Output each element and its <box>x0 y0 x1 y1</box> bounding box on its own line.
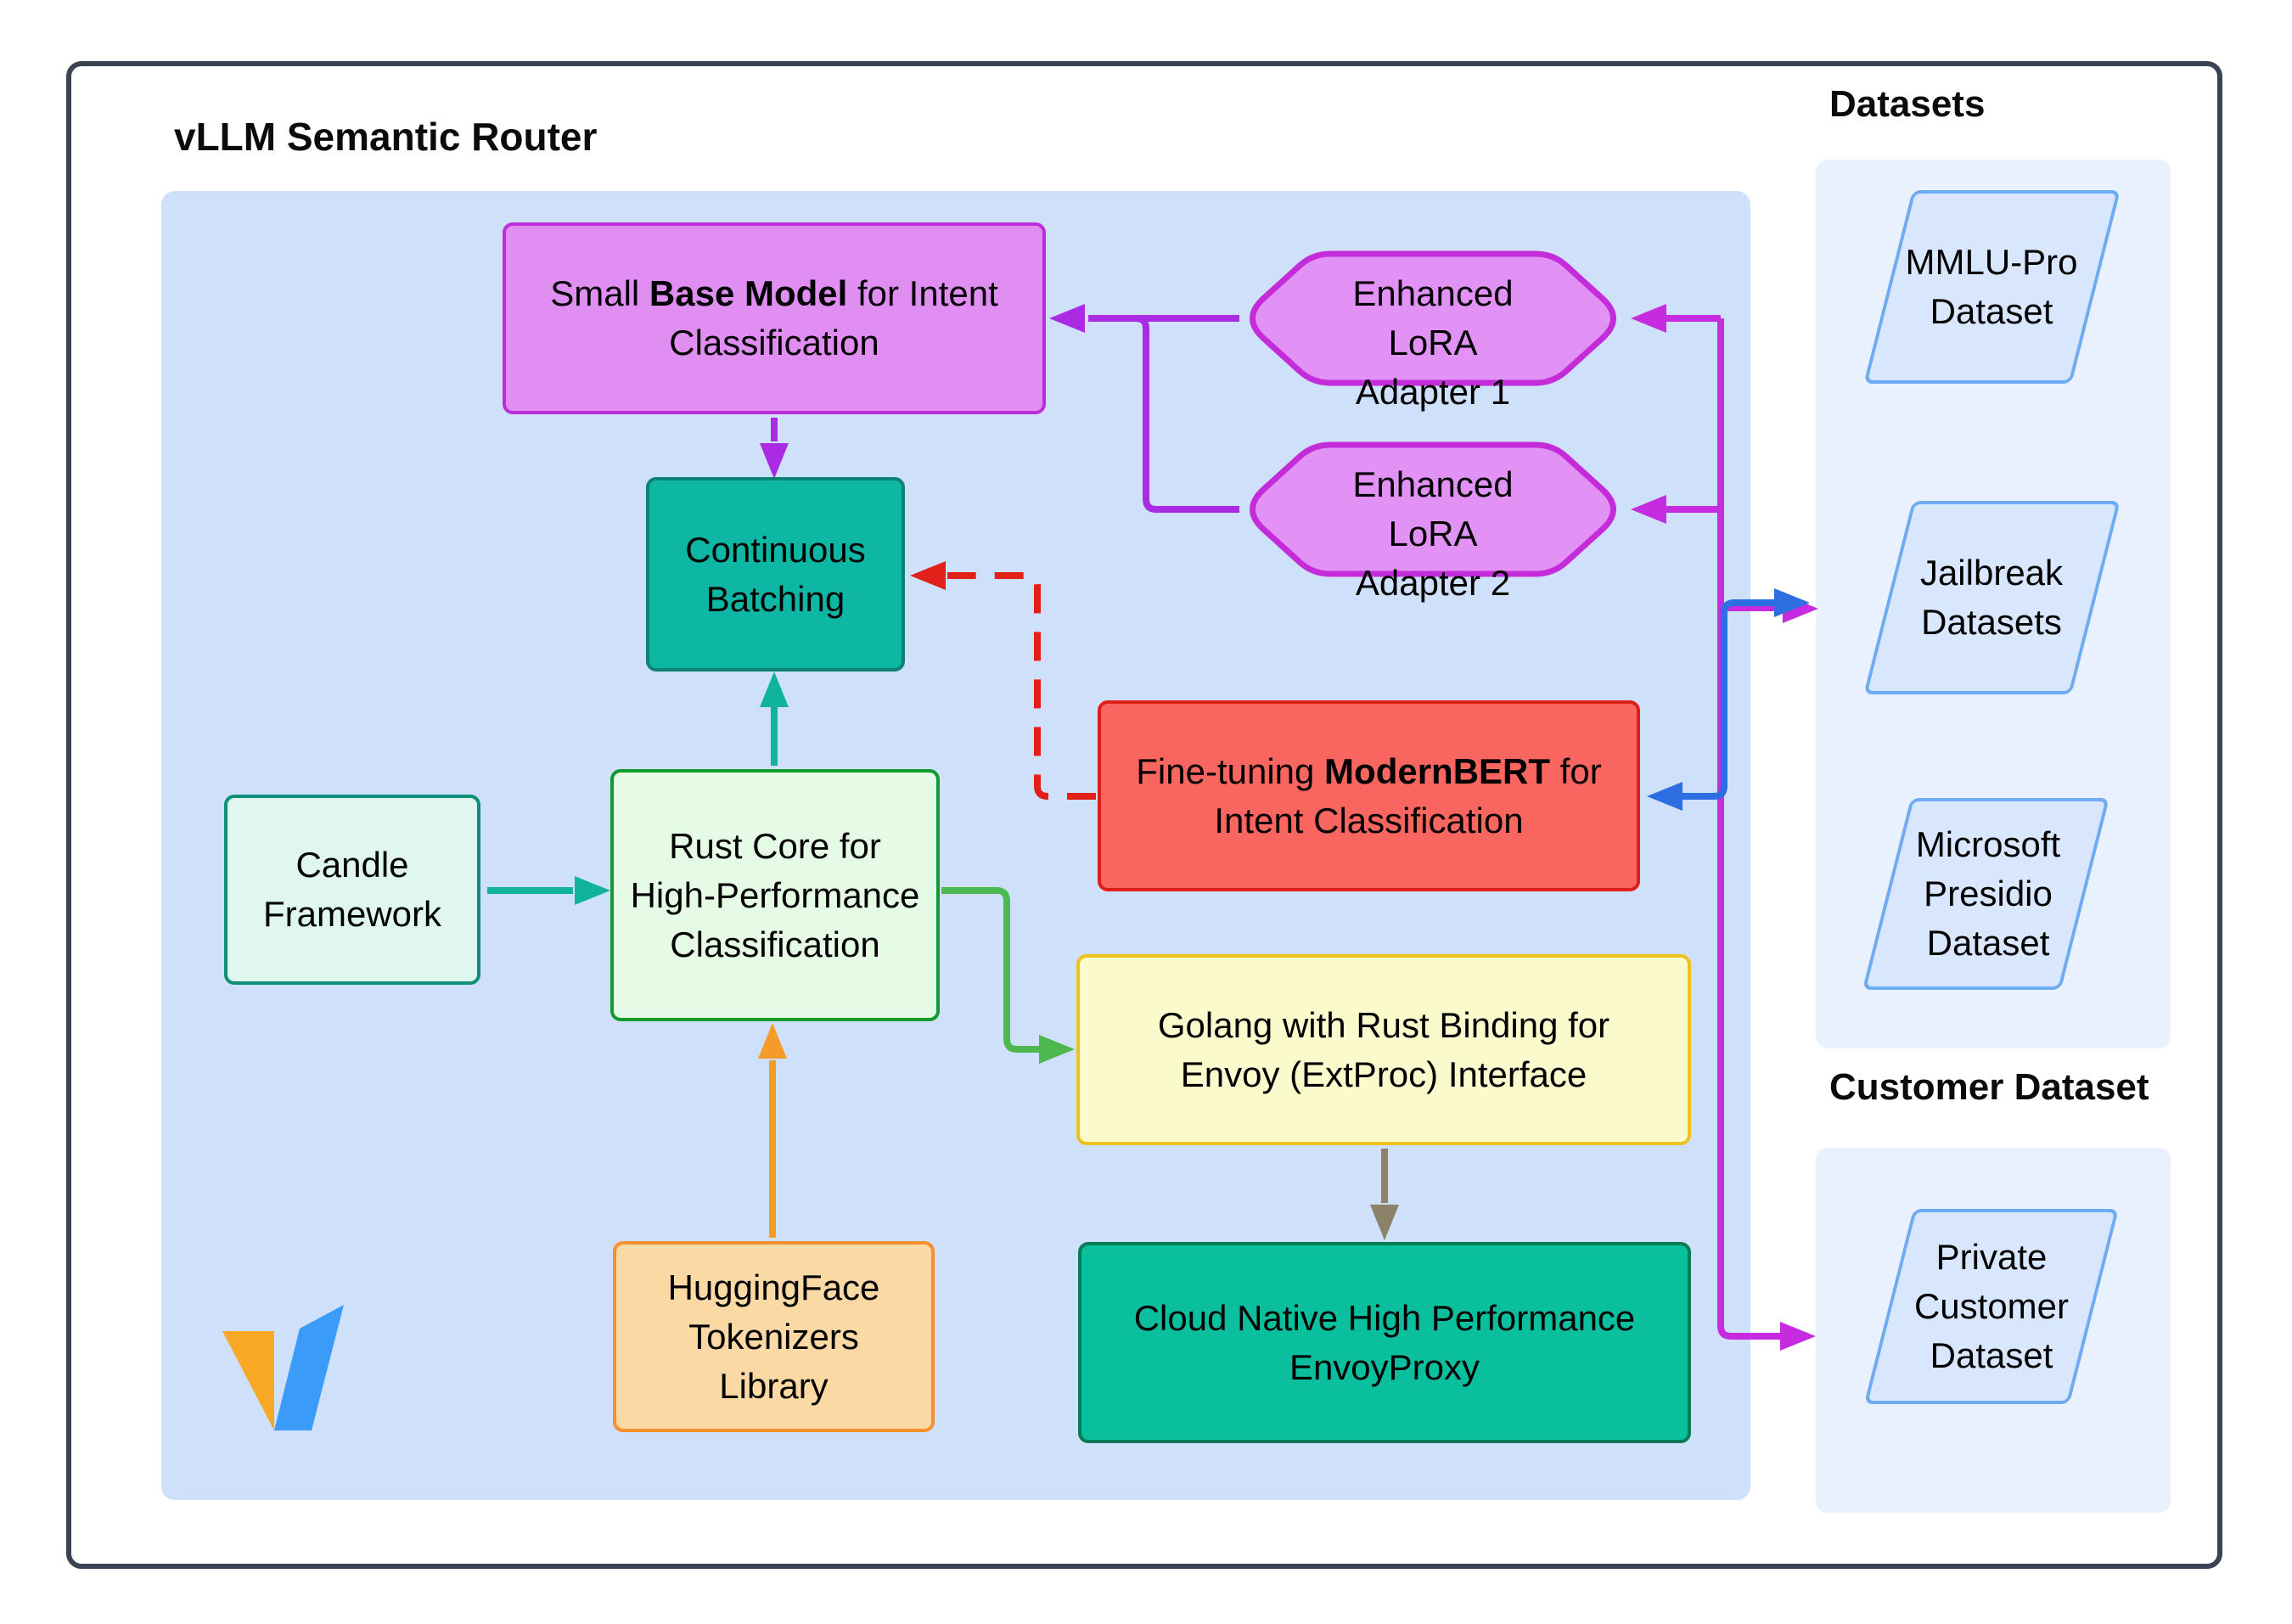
edge-datasets-modernbert <box>1682 599 1774 800</box>
edge-rustcore-to-golang <box>941 887 1039 1053</box>
arrowhead-into-rustcore-left <box>575 876 610 905</box>
arrowhead-blue-into-datasets <box>1774 588 1810 617</box>
arrowhead-into-rustcore-bottom <box>758 1023 787 1059</box>
edge-modernbert-to-batching-dashed <box>947 572 1096 800</box>
vllm-logo-blue-stroke <box>274 1305 344 1430</box>
arrowhead-into-lora2 <box>1631 495 1666 524</box>
diagram-title: vLLM Semantic Router <box>174 115 598 159</box>
arrowhead-into-envoyproxy <box>1370 1205 1399 1240</box>
lora-adapter-2-shape <box>1250 441 1616 577</box>
arrowhead-into-base-model <box>1049 304 1085 333</box>
arrowhead-into-batching-top <box>760 443 789 479</box>
arrowhead-blue-into-modernbert <box>1647 782 1682 811</box>
edge-trunk-to-customer-dataset <box>1717 318 1780 1340</box>
customer-dataset-label: Customer Dataset <box>1829 1066 2149 1108</box>
arrowhead-into-lora1 <box>1631 304 1666 333</box>
arrowhead-into-customer-dataset <box>1780 1322 1816 1351</box>
arrowhead-into-batching-bottom <box>760 672 789 707</box>
edge-lora2-to-base-model <box>1104 315 1239 513</box>
datasets-label: Datasets <box>1829 83 1986 125</box>
lora-adapter-1-shape <box>1250 250 1616 386</box>
vllm-logo-yellow-triangle <box>222 1331 274 1430</box>
vllm-logo <box>222 1305 344 1430</box>
arrowhead-into-golang <box>1039 1035 1075 1064</box>
arrowhead-red-into-batching <box>910 561 946 590</box>
